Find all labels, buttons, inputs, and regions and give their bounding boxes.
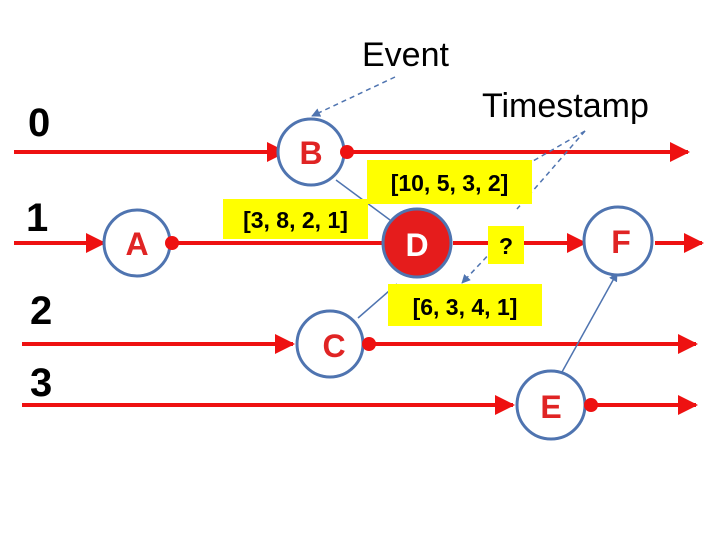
process-label-3: 3	[30, 361, 52, 405]
timestamp-c-text: [6, 3, 4, 1]	[413, 294, 518, 320]
event-node-b: B	[276, 117, 346, 187]
callout-connectors	[311, 76, 586, 284]
event-f-circle	[582, 205, 654, 277]
process-label-2: 2	[30, 289, 52, 333]
timestamp-pointer-b	[513, 130, 586, 173]
event-d-circle	[381, 207, 453, 279]
timestamp-box-a-bg	[223, 199, 368, 239]
timestamp-callout-label: Timestamp	[482, 87, 649, 125]
timestamp-box-c: [6, 3, 4, 1]	[388, 284, 542, 326]
event-node-e: E	[515, 369, 587, 441]
event-a-dot	[165, 236, 179, 250]
event-a-label: A	[125, 226, 148, 262]
timestamp-b-text: [10, 5, 3, 2]	[391, 170, 509, 196]
timestamp-box-b-bg	[367, 160, 532, 204]
event-pointer	[311, 76, 396, 117]
event-node-c: C	[295, 309, 365, 379]
event-b-label: B	[299, 135, 322, 171]
timestamp-boxes: [10, 5, 3, 2] [3, 8, 2, 1] ? [6, 3, 4, 1…	[223, 160, 542, 326]
event-c-label: C	[322, 328, 345, 364]
event-e-label: E	[540, 389, 561, 425]
event-f-label: F	[611, 224, 631, 260]
timestamp-pointer-c	[461, 249, 494, 284]
event-node-d: D	[381, 207, 453, 279]
timestamp-q-text: ?	[499, 233, 513, 259]
timestamp-box-a: [3, 8, 2, 1]	[223, 199, 368, 239]
event-callout-label: Event	[362, 36, 449, 74]
message-e-to-f	[556, 272, 618, 382]
timestamp-box-c-bg	[388, 284, 542, 326]
process-label-0: 0	[28, 101, 50, 145]
timestamp-a-text: [3, 8, 2, 1]	[243, 207, 348, 233]
timestamp-box-b: [10, 5, 3, 2]	[367, 160, 532, 204]
event-d-label: D	[405, 227, 428, 263]
event-node-a: A	[102, 208, 172, 278]
timestamp-box-q: ?	[488, 226, 524, 264]
emission-dots	[165, 145, 598, 412]
event-e-dot	[584, 398, 598, 412]
event-b-dot	[340, 145, 354, 159]
process-labels: 0 1 2 3	[26, 101, 52, 405]
message-arrows	[335, 179, 618, 382]
event-node-f: F	[582, 205, 654, 277]
process-timelines	[14, 142, 704, 415]
process-label-1: 1	[26, 196, 48, 240]
event-c-dot	[362, 337, 376, 351]
timestamp-box-q-bg	[488, 226, 524, 264]
callout-labels: Event Timestamp	[362, 36, 649, 125]
